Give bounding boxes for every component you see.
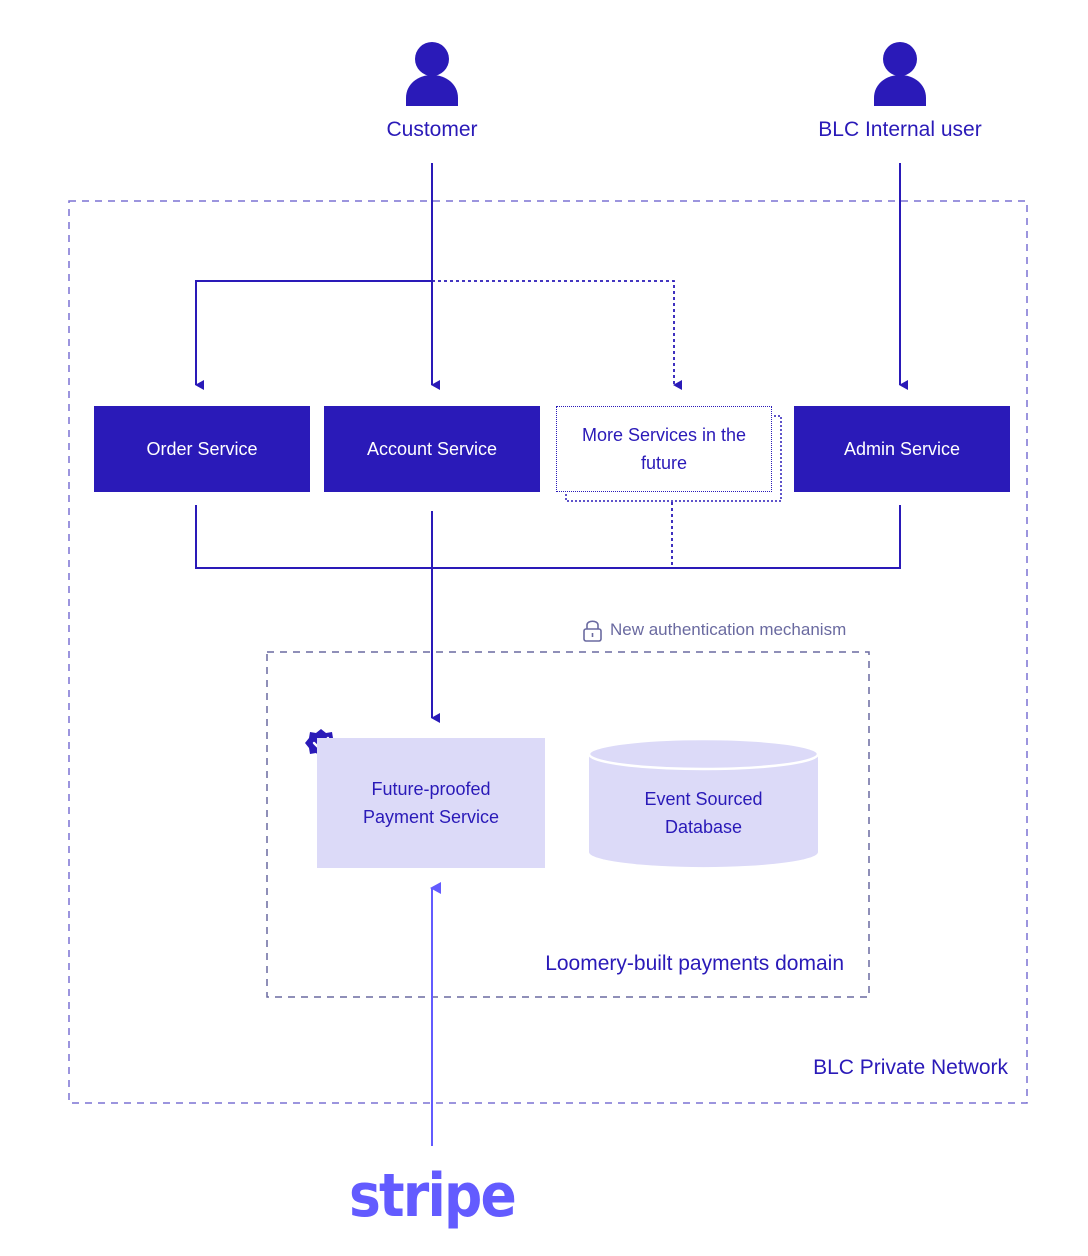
customer-to-future-line (432, 280, 682, 390)
payments-domain-boundary (266, 651, 870, 998)
payments-domain-label: Loomery-built payments domain (545, 952, 844, 975)
payment-service-label-line2: Payment Service (362, 807, 500, 827)
payment-service-box: Future-proofed Payment Service (317, 738, 545, 868)
admin-service-label: Admin Service (843, 439, 961, 459)
stripe-logo-text: stripe (349, 1161, 515, 1231)
customer-label: Customer (386, 118, 478, 141)
admin-service-box: Admin Service (794, 406, 1010, 492)
internal-user-label: BLC Internal user (818, 118, 982, 141)
internal-user-person-icon (874, 42, 926, 106)
order-service-label: Order Service (146, 439, 258, 459)
future-services-label-line2: future (640, 453, 687, 473)
customer-person-icon (406, 42, 458, 106)
database-label-line2: Database (664, 817, 743, 837)
stripe-logo: stripe (349, 1161, 517, 1231)
private-network-boundary (68, 200, 1028, 1104)
auth-mechanism-label: New authentication mechanism (610, 620, 847, 639)
private-network-label: BLC Private Network (813, 1056, 1008, 1079)
database-label: Event Sourced Database (589, 785, 818, 841)
account-service-box: Account Service (324, 406, 540, 492)
payment-service-label-line1: Future-proofed (371, 779, 491, 799)
order-service-box: Order Service (94, 406, 310, 492)
customer-to-order-line (195, 280, 432, 390)
order-service-bus-line (195, 505, 901, 569)
account-service-label: Account Service (366, 439, 498, 459)
future-services-box: More Services in the future (556, 406, 772, 492)
lock-icon (583, 620, 602, 642)
event-sourced-database-cylinder (587, 737, 820, 868)
database-label-line1: Event Sourced (644, 789, 763, 809)
future-services-label-line1: More Services in the (581, 425, 747, 445)
